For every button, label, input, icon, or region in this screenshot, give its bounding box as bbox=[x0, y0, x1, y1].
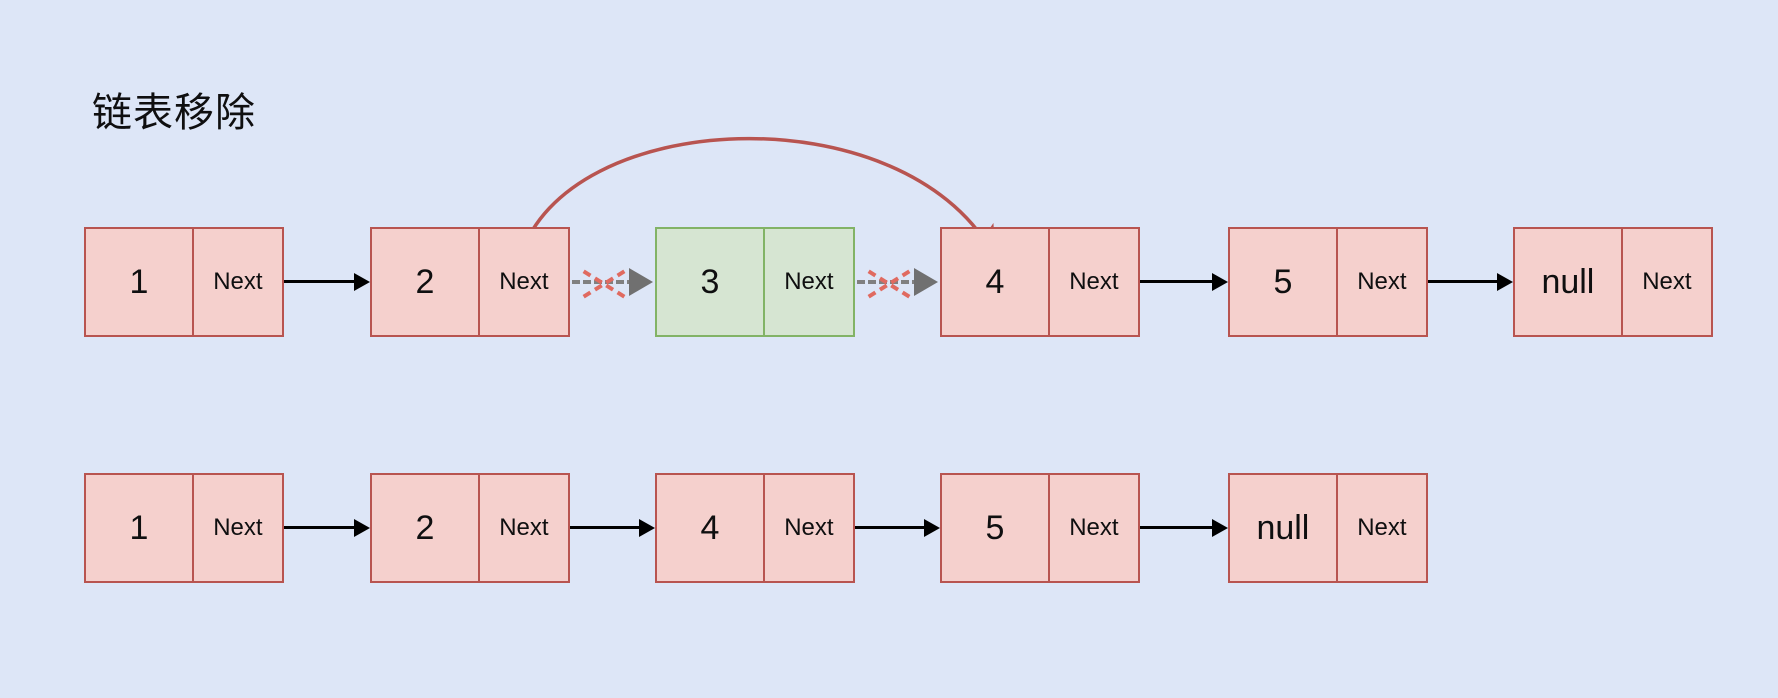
node-next-label: Next bbox=[213, 268, 263, 295]
pointer-arrow-node-5-to-node-null bbox=[1428, 273, 1513, 291]
list-node-2-after: 2 Next bbox=[370, 473, 570, 583]
arrow-shaft bbox=[1140, 280, 1214, 283]
broken-link-arrow-head-icon bbox=[914, 268, 938, 296]
node-value: 3 bbox=[657, 229, 765, 335]
list-node-5-after: 5 Next bbox=[940, 473, 1140, 583]
list-node-5-before: 5 Next bbox=[1228, 227, 1428, 337]
list-node-4-after: 4 Next bbox=[655, 473, 855, 583]
node-value: 5 bbox=[942, 475, 1050, 581]
arrow-shaft bbox=[284, 280, 356, 283]
node-next-label: Next bbox=[1069, 268, 1119, 295]
list-node-3-before: 3 Next bbox=[655, 227, 855, 337]
arrow-shaft bbox=[570, 526, 641, 529]
list-node-1-before: 1 Next bbox=[84, 227, 284, 337]
node-next-label: Next bbox=[1357, 514, 1407, 541]
cross-out-icon bbox=[580, 258, 628, 306]
node-value: null bbox=[1230, 475, 1338, 581]
broken-link-arrow-head-icon bbox=[629, 268, 653, 296]
broken-link-shaft bbox=[572, 280, 635, 284]
node-next-label: Next bbox=[1357, 268, 1407, 295]
pointer-arrow-node-1-to-node-2 bbox=[284, 273, 370, 291]
pointer-arrow-node-1-to-node-2 bbox=[284, 519, 370, 537]
arrow-shaft bbox=[855, 526, 926, 529]
arrow-head-icon bbox=[639, 519, 655, 537]
node-next-label: Next bbox=[784, 268, 834, 295]
broken-link-shaft bbox=[857, 280, 920, 284]
node-next-label: Next bbox=[1642, 268, 1692, 295]
node-value: 5 bbox=[1230, 229, 1338, 335]
arrow-head-icon bbox=[354, 273, 370, 291]
page-title: 链表移除 bbox=[92, 91, 256, 135]
node-value: 4 bbox=[657, 475, 765, 581]
list-node-null-after: null Next bbox=[1228, 473, 1428, 583]
broken-link-node-2-to-node-3 bbox=[572, 258, 655, 306]
node-next-label: Next bbox=[499, 514, 549, 541]
pointer-arrow-node-2-to-node-4 bbox=[570, 519, 655, 537]
node-next-label: Next bbox=[213, 514, 263, 541]
arrow-head-icon bbox=[354, 519, 370, 537]
list-node-4-before: 4 Next bbox=[940, 227, 1140, 337]
arrow-head-icon bbox=[1212, 519, 1228, 537]
pointer-arrow-node-4-to-node-5 bbox=[855, 519, 940, 537]
arrow-head-icon bbox=[1497, 273, 1513, 291]
node-value: 1 bbox=[86, 475, 194, 581]
node-value: null bbox=[1515, 229, 1623, 335]
broken-link-node-3-to-node-4 bbox=[857, 258, 940, 306]
node-value: 1 bbox=[86, 229, 194, 335]
node-value: 2 bbox=[372, 229, 480, 335]
arrow-head-icon bbox=[924, 519, 940, 537]
node-next-label: Next bbox=[1069, 514, 1119, 541]
arrow-head-icon bbox=[1212, 273, 1228, 291]
arrow-shaft bbox=[1428, 280, 1499, 283]
list-node-2-before: 2 Next bbox=[370, 227, 570, 337]
node-next-label: Next bbox=[499, 268, 549, 295]
list-node-1-after: 1 Next bbox=[84, 473, 284, 583]
list-node-null-before: null Next bbox=[1513, 227, 1713, 337]
node-value: 4 bbox=[942, 229, 1050, 335]
pointer-arrow-node-4-to-node-5 bbox=[1140, 273, 1228, 291]
arrow-shaft bbox=[284, 526, 356, 529]
pointer-arrow-node-5-to-node-null bbox=[1140, 519, 1228, 537]
arrow-shaft bbox=[1140, 526, 1214, 529]
cross-out-icon bbox=[865, 258, 913, 306]
node-next-label: Next bbox=[784, 514, 834, 541]
node-value: 2 bbox=[372, 475, 480, 581]
